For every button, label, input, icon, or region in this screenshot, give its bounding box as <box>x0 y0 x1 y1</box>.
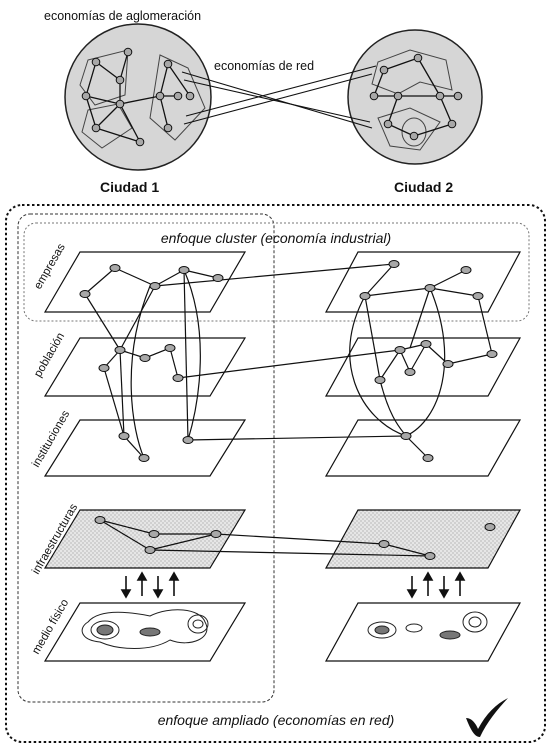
layer-network-nodes <box>79 260 498 560</box>
city1-column-box <box>17 213 275 703</box>
terrain-contours <box>81 609 488 649</box>
up-down-arrows-icon <box>120 571 466 599</box>
city1-circle <box>64 23 212 171</box>
cluster-approach-box <box>23 222 530 322</box>
network-links <box>181 65 377 129</box>
plane-infraestructuras-city1 <box>43 509 247 569</box>
layer-network-edges <box>84 263 493 557</box>
city2-circle <box>347 29 483 165</box>
extended-approach-box <box>5 204 546 743</box>
network-economies-label: economías de red <box>214 59 314 73</box>
layer-planes <box>43 251 522 662</box>
plane-instituciones-city2 <box>324 419 522 477</box>
plane-instituciones-city1 <box>43 419 247 477</box>
extended-approach-label: enfoque ampliado (economías en red) <box>158 712 395 728</box>
plane-medio-fisico-city2 <box>324 602 522 662</box>
city2-label: Ciudad 2 <box>394 179 453 195</box>
cluster-approach-label: enfoque cluster (economía industrial) <box>161 230 391 246</box>
check-mark-icon <box>466 698 508 737</box>
plane-empresas-city2 <box>325 251 521 313</box>
plane-poblacion-city1 <box>43 337 247 397</box>
city1-label: Ciudad 1 <box>100 179 159 195</box>
plane-infraestructuras-city2 <box>324 509 522 569</box>
agglomeration-economies-label: economías de aglomeración <box>44 9 201 23</box>
